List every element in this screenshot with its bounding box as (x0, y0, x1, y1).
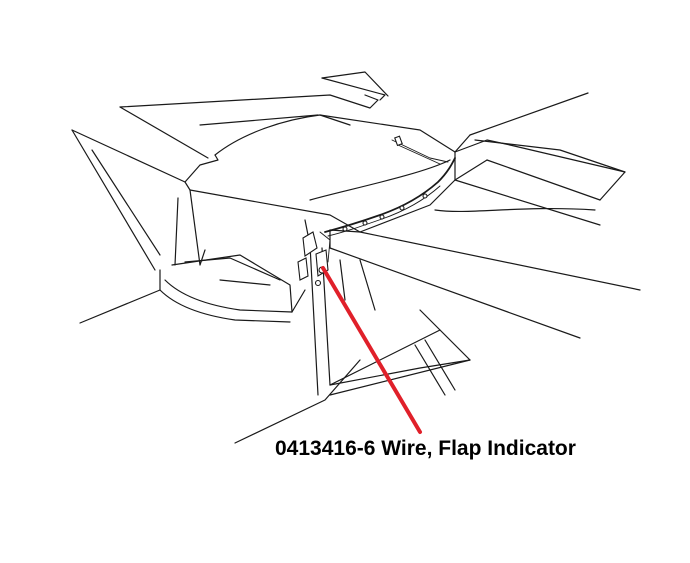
left-fuselage (71, 129, 206, 324)
right-wing-upper (454, 92, 626, 201)
upper-left-wing (119, 71, 389, 159)
cabin-roof (184, 114, 456, 233)
flap-indicator-wire (324, 135, 456, 237)
lower-fuselage (234, 219, 471, 444)
callout-leader-line (321, 266, 422, 434)
part-callout-label: 0413416-6 Wire, Flap Indicator (275, 437, 576, 460)
right-wing-lower (329, 179, 641, 339)
cabin-floor (159, 254, 306, 323)
flap-indicator-brackets (297, 231, 331, 287)
